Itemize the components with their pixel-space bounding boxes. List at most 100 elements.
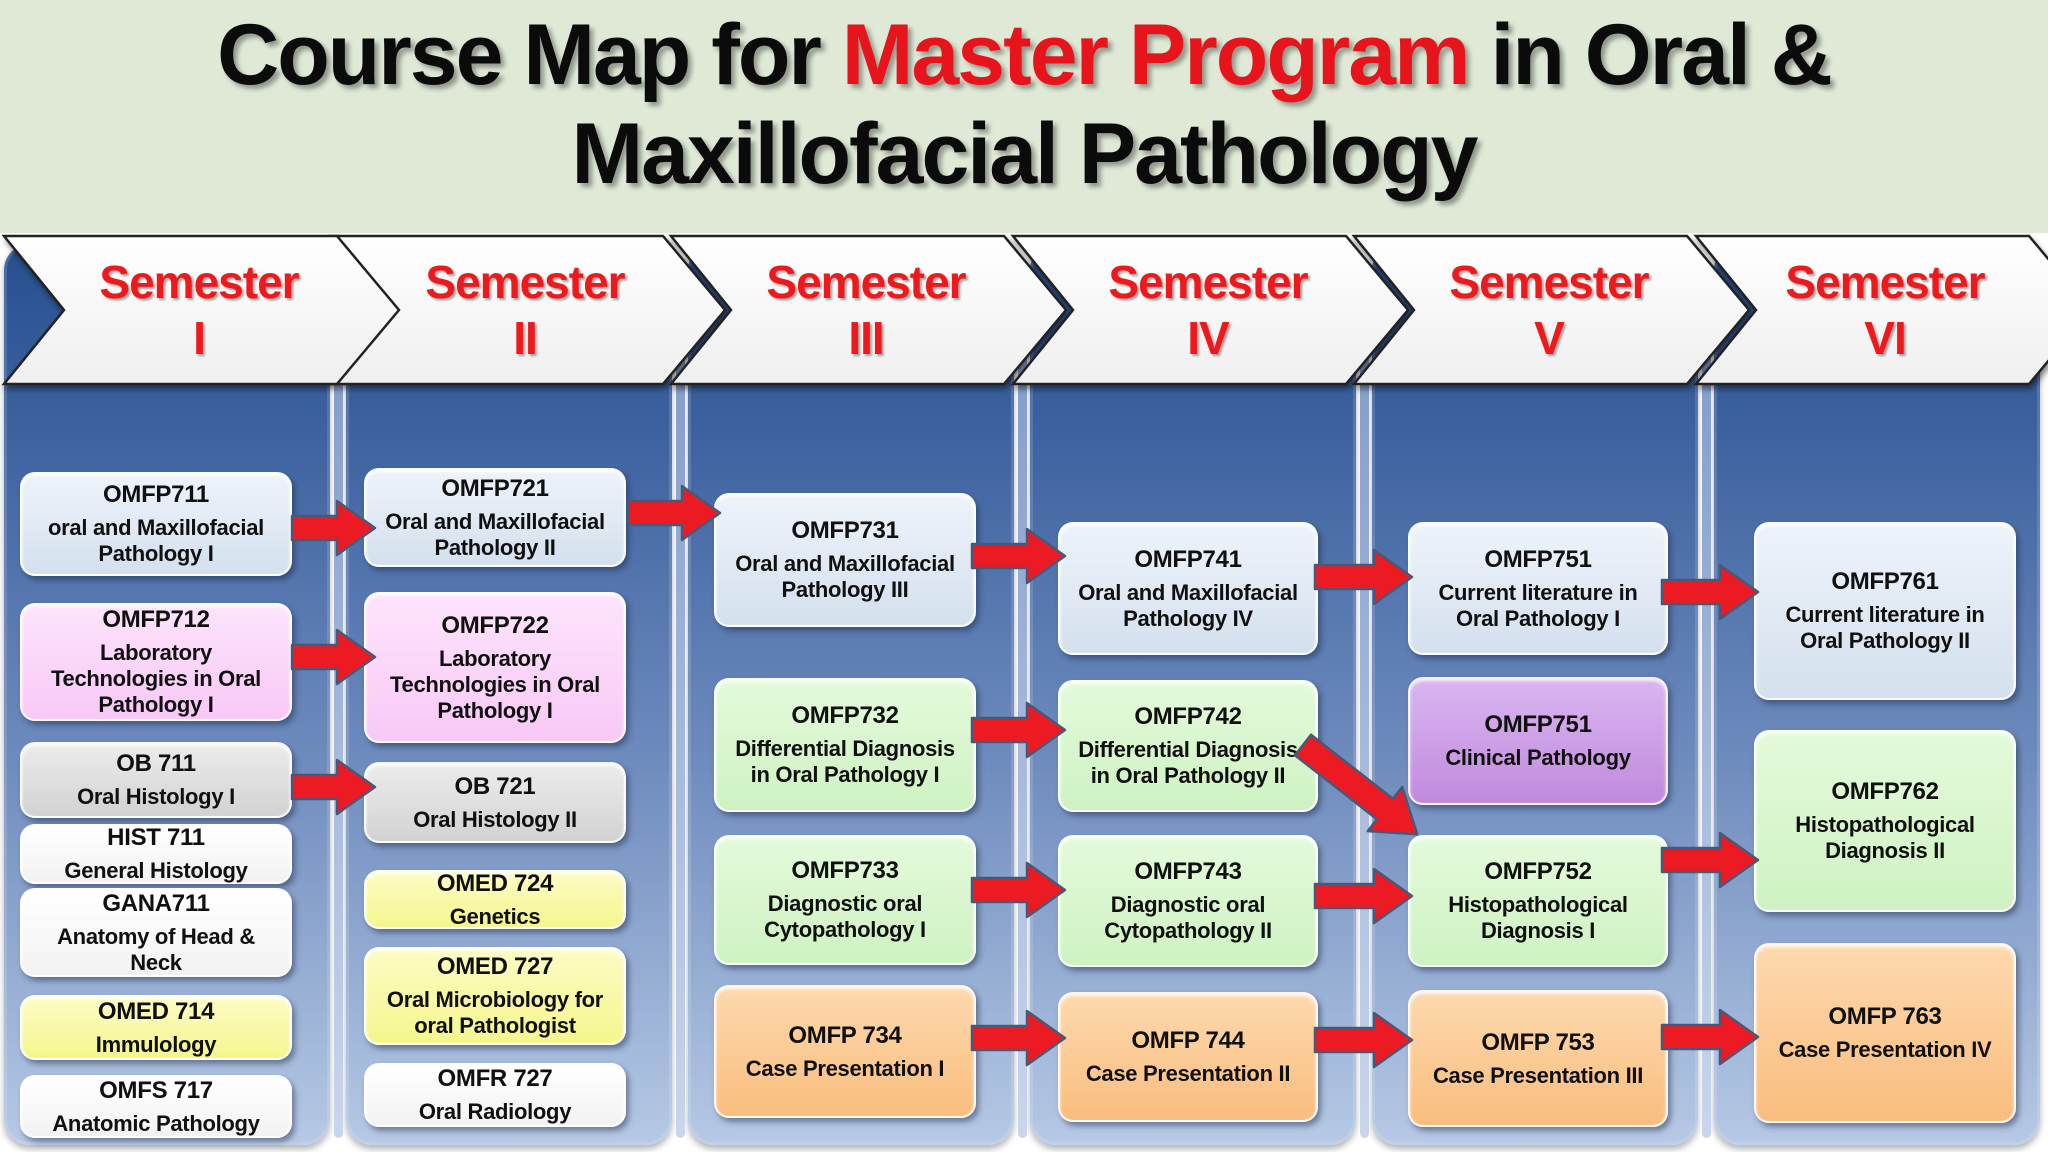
column-edge-stripe [1702, 268, 1711, 1138]
title-highlight: Master Program [841, 7, 1471, 103]
column-edge-stripe [1018, 268, 1027, 1138]
course-code: OMFP762 [1831, 778, 1939, 805]
semester-word: Semester [766, 256, 966, 308]
semester-word: Semester [1449, 256, 1649, 308]
course-name: Histopathological Diagnosis I [1448, 892, 1628, 943]
course-name: Oral Histology I [77, 784, 235, 809]
course-code: OMED 724 [436, 869, 554, 897]
course-name: Histopathological Diagnosis II [1795, 812, 1975, 863]
course-code: OMFP751 [1484, 711, 1592, 738]
course-name: Diagnostic oral Cytopathology I [764, 891, 926, 942]
course-name: Case Presentation II [1085, 1061, 1291, 1086]
course-name: Oral and Maxillofacial Pathology IV [1078, 579, 1298, 631]
course-name: Case Presentation IV [1778, 1037, 1992, 1062]
course-name: Genetics [449, 903, 541, 929]
course-code: OMFP751 [1484, 545, 1592, 573]
course-code: OMED 727 [436, 953, 554, 980]
course-code: OMFP742 [1134, 703, 1242, 730]
semester-word: Semester [1785, 256, 1985, 308]
column-edge-stripe [334, 268, 343, 1138]
semester-numeral: V [1534, 312, 1565, 364]
course-code: OMFP743 [1134, 858, 1242, 885]
semester-numeral: I [193, 312, 206, 364]
semester-chevron-4 [1010, 234, 1410, 386]
course-code: OMFP711 [103, 481, 209, 508]
course-code: OMFP 734 [788, 1021, 902, 1049]
course-name: Current literature in Oral Pathology I [1438, 579, 1638, 631]
course-name: Case Presentation III [1432, 1062, 1644, 1088]
course-name: Oral Radiology [418, 1099, 572, 1124]
course-name: Diagnostic oral Cytopathology II [1104, 892, 1272, 943]
course-code: OMFP712 [102, 606, 210, 633]
course-name: Immulology [95, 1031, 217, 1057]
semester-numeral: VI [1864, 312, 1906, 364]
course-code: OB 721 [454, 772, 536, 800]
course-name: Differential Diagnosis in Oral Pathology… [1078, 737, 1298, 788]
course-code: OMFP721 [441, 474, 549, 502]
course-code: OMFP 763 [1828, 1003, 1942, 1030]
course-code: GANA711 [102, 889, 210, 917]
semester-chevron-6 [1693, 234, 2048, 386]
semester-chevron-5 [1351, 234, 1751, 386]
semester-chevrons [1, 234, 2048, 386]
course-name: Case Presentation I [745, 1055, 945, 1081]
course-name: Oral and Maxillofacial Pathology III [735, 551, 955, 602]
semester-chevron-1 [1, 234, 401, 386]
semester-numeral: II [513, 312, 538, 364]
course-code: OMFR 727 [437, 1065, 553, 1092]
semester-numeral: IV [1187, 312, 1229, 364]
semester-word: Semester [1108, 256, 1308, 308]
course-name: Oral Microbiology for oral Pathologist [386, 987, 604, 1038]
title-suffix: in Oral & Maxillofacial Pathology [571, 7, 1833, 202]
course-code: OMFP741 [1134, 545, 1242, 573]
course-code: OMFP 753 [1481, 1028, 1595, 1056]
course-name: General Histology [64, 858, 248, 883]
column-edge-stripe [1360, 268, 1369, 1138]
course-name: Oral Histology II [413, 806, 577, 832]
course-code: OMFP732 [791, 702, 899, 729]
semester-word: Semester [425, 256, 625, 308]
course-name: Oral and Maxillofacial Pathology II [385, 508, 605, 560]
course-code: OMFP 744 [1131, 1027, 1245, 1054]
course-name: Laboratory Technologies in Oral Patholog… [51, 640, 261, 717]
course-name: Differential Diagnosis in Oral Pathology… [735, 736, 955, 787]
course-name: Clinical Pathology [1445, 745, 1631, 770]
course-name: Anatomy of Head & Neck [57, 923, 255, 975]
course-name: Current literature in Oral Pathology II [1785, 602, 1985, 653]
course-code: OMFS 717 [99, 1076, 213, 1104]
course-code: OMFP731 [791, 517, 899, 544]
semester-word: Semester [99, 256, 299, 308]
